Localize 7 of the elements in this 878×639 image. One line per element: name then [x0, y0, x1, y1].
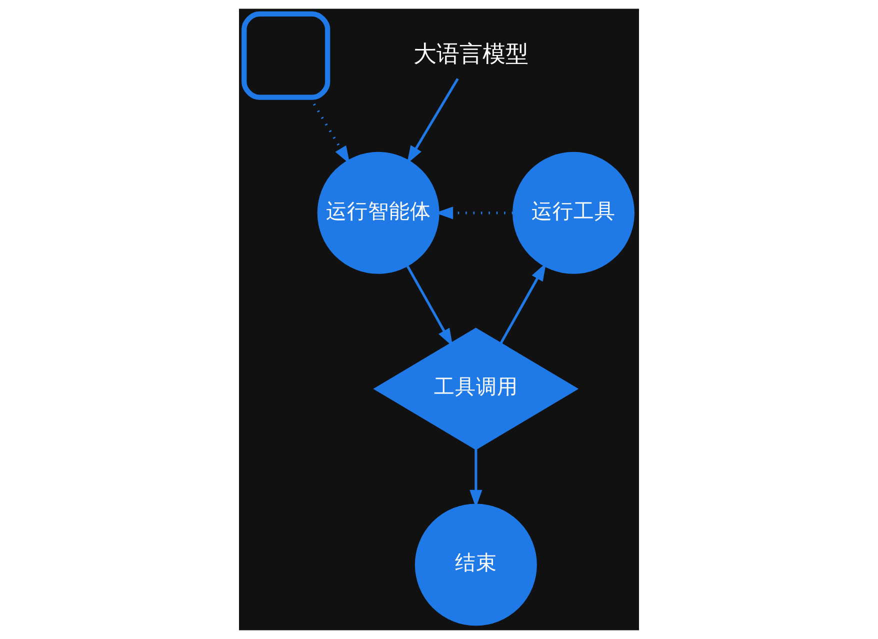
node-circle: 运行工具: [512, 152, 634, 274]
arrow: [406, 78, 459, 164]
node-circle: 运行智能体: [317, 152, 440, 274]
node-text: 大语言模型: [413, 41, 528, 68]
node-circle: 结束: [414, 504, 537, 626]
node-box: [242, 11, 330, 100]
arrow: [500, 262, 546, 344]
